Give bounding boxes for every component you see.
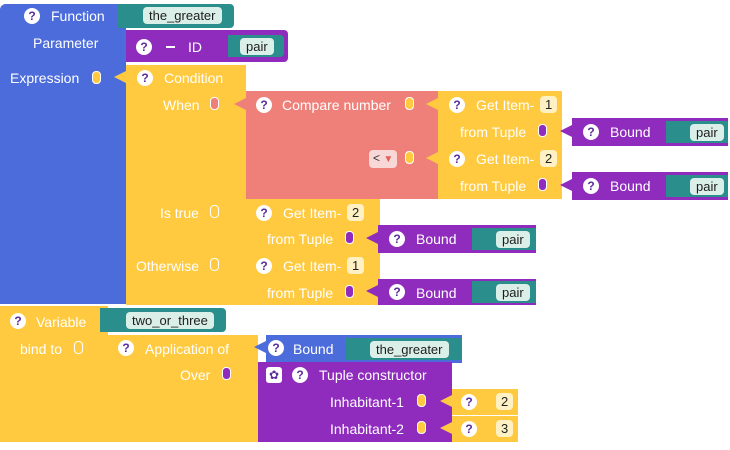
help-icon[interactable]: ? bbox=[137, 70, 153, 86]
help-icon[interactable]: ? bbox=[268, 340, 284, 356]
bound-label: Bound bbox=[610, 124, 651, 140]
number-value[interactable]: 2 bbox=[496, 393, 514, 410]
bound-value-field[interactable]: pair bbox=[690, 178, 724, 195]
function-header bbox=[0, 4, 118, 28]
bound-value-field[interactable]: the_greater bbox=[370, 341, 449, 358]
help-icon[interactable]: ? bbox=[256, 97, 272, 113]
application-label: Application of bbox=[145, 341, 230, 357]
bound-label: Bound bbox=[416, 231, 457, 247]
parameter-label: Parameter bbox=[33, 35, 99, 51]
number-value[interactable]: 3 bbox=[496, 420, 514, 437]
from-tuple-label: from Tuple bbox=[460, 124, 527, 140]
number-connector bbox=[440, 395, 452, 407]
compare-label: Compare number bbox=[282, 97, 391, 113]
from-tuple-label: from Tuple bbox=[460, 178, 527, 194]
otherwise-slot bbox=[210, 258, 219, 271]
compare-right-slot bbox=[405, 151, 414, 164]
get-item-label: Get Item- bbox=[476, 151, 535, 167]
compare-connector bbox=[234, 98, 246, 110]
condition-connector bbox=[114, 71, 126, 83]
help-icon[interactable]: ? bbox=[389, 231, 405, 247]
inhabitant-1-label: Inhabitant-1 bbox=[330, 394, 404, 410]
bound-label: Bound bbox=[416, 285, 457, 301]
function-block[interactable] bbox=[0, 4, 126, 304]
bound-value-field[interactable]: pair bbox=[690, 124, 724, 141]
bind-to-slot bbox=[74, 341, 83, 354]
otherwise-label: Otherwise bbox=[136, 258, 200, 274]
bind-to-label: bind to bbox=[20, 341, 63, 357]
is-true-slot bbox=[210, 205, 219, 218]
number-connector bbox=[440, 422, 452, 434]
help-icon[interactable]: ? bbox=[292, 367, 308, 383]
get-item-index[interactable]: 1 bbox=[540, 96, 558, 113]
id-value-field[interactable]: pair bbox=[240, 38, 274, 55]
function-name-field[interactable]: the_greater bbox=[143, 7, 222, 24]
inhabitant-2-slot bbox=[417, 421, 426, 434]
get-item-index[interactable]: 1 bbox=[347, 257, 365, 274]
inhabitant-1-slot bbox=[417, 394, 426, 407]
get-item-index[interactable]: 2 bbox=[540, 150, 558, 167]
is-true-label: Is true bbox=[160, 205, 199, 221]
operator-dropdown[interactable]: < ▼ bbox=[369, 150, 398, 168]
bound-connector bbox=[366, 232, 378, 244]
help-icon[interactable]: ? bbox=[256, 205, 272, 221]
gear-icon[interactable]: ✿ bbox=[266, 367, 282, 383]
bound-value-field[interactable]: pair bbox=[496, 284, 530, 301]
from-tuple-slot bbox=[345, 285, 354, 298]
bound-connector bbox=[560, 125, 572, 137]
from-tuple-slot bbox=[538, 124, 547, 137]
help-icon[interactable]: ? bbox=[449, 97, 465, 113]
get-item-connector bbox=[426, 152, 438, 164]
variable-label: Variable bbox=[36, 314, 87, 330]
help-icon[interactable]: ? bbox=[583, 178, 599, 194]
id-label: ID bbox=[188, 39, 202, 55]
get-item-connector bbox=[234, 259, 246, 271]
bound-label: Bound bbox=[610, 178, 651, 194]
bound-label: Bound bbox=[293, 341, 334, 357]
function-label: Function bbox=[51, 8, 105, 24]
bound-connector bbox=[366, 285, 378, 297]
help-icon[interactable]: ? bbox=[449, 151, 465, 167]
over-slot bbox=[222, 367, 231, 380]
expression-slot bbox=[92, 71, 101, 84]
help-icon[interactable]: ? bbox=[461, 394, 477, 410]
bound-connector bbox=[560, 179, 572, 191]
compare-left-slot bbox=[405, 97, 414, 110]
over-label: Over bbox=[180, 367, 211, 383]
variable-name-field[interactable]: two_or_three bbox=[126, 312, 214, 329]
tuple-constructor-label: Tuple constructor bbox=[319, 367, 427, 383]
from-tuple-label: from Tuple bbox=[267, 285, 334, 301]
help-icon[interactable]: ? bbox=[461, 421, 477, 437]
help-icon[interactable]: ? bbox=[389, 284, 405, 300]
get-item-connector bbox=[426, 98, 438, 110]
help-icon[interactable]: ? bbox=[583, 124, 599, 140]
when-slot bbox=[210, 97, 219, 110]
help-icon[interactable]: ? bbox=[136, 39, 152, 55]
chevron-down-icon: ▼ bbox=[383, 154, 394, 165]
bound-function-connector bbox=[254, 341, 266, 353]
application-connector bbox=[96, 341, 108, 353]
expression-label: Expression bbox=[10, 70, 80, 86]
help-icon[interactable]: ? bbox=[10, 313, 26, 329]
condition-block[interactable] bbox=[126, 65, 246, 305]
minus-icon[interactable] bbox=[166, 46, 175, 48]
operator-value: < bbox=[373, 151, 381, 165]
bound-value-field[interactable]: pair bbox=[496, 231, 530, 248]
application-block[interactable] bbox=[108, 335, 258, 442]
condition-label: Condition bbox=[164, 70, 224, 86]
help-icon[interactable]: ? bbox=[118, 340, 134, 356]
help-icon[interactable]: ? bbox=[256, 258, 272, 274]
get-item-label: Get Item- bbox=[476, 97, 535, 113]
get-item-connector bbox=[234, 206, 246, 218]
help-icon[interactable]: ? bbox=[24, 8, 40, 24]
from-tuple-slot bbox=[538, 178, 547, 191]
get-item-label: Get Item- bbox=[283, 205, 342, 221]
from-tuple-slot bbox=[345, 231, 354, 244]
get-item-label: Get Item- bbox=[283, 258, 342, 274]
inhabitant-2-label: Inhabitant-2 bbox=[330, 421, 404, 437]
from-tuple-label: from Tuple bbox=[267, 231, 334, 247]
when-label: When bbox=[163, 97, 200, 113]
get-item-index[interactable]: 2 bbox=[347, 204, 365, 221]
